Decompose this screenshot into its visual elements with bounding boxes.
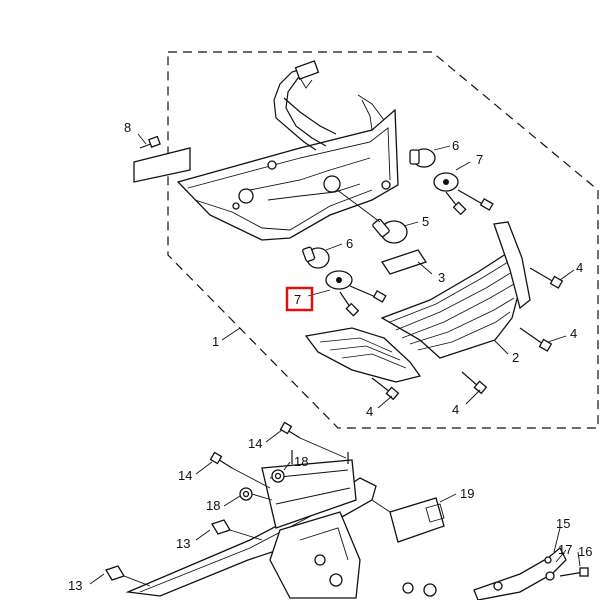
socket-holder-7-upper — [433, 172, 494, 216]
screws-4 — [371, 267, 564, 401]
callout-6-upper: 6 — [452, 138, 459, 153]
callout-4-bottom-left: 4 — [366, 404, 373, 419]
callout-15: 15 — [556, 516, 570, 531]
license-light-19 — [371, 497, 445, 543]
callout-16: 16 — [578, 544, 592, 559]
callout-7-lower: 7 — [294, 292, 301, 307]
label-plate-3 — [380, 249, 428, 275]
clips-13 — [105, 519, 263, 587]
callout-7-upper: 7 — [476, 152, 483, 167]
highlight-box-7 — [285, 286, 314, 312]
callout-14-upper: 14 — [248, 436, 262, 451]
assembly-boundary — [167, 51, 599, 429]
callout-17: 17 — [558, 542, 572, 557]
screw-8 — [133, 133, 191, 183]
callout-14-lower: 14 — [178, 468, 192, 483]
callout-4-right-upper: 4 — [576, 260, 583, 275]
callout-18-lower: 18 — [206, 498, 220, 513]
callout-5: 5 — [422, 214, 429, 229]
callout-3: 3 — [438, 270, 445, 285]
callout-8: 8 — [124, 120, 131, 135]
bulb-6-upper — [409, 148, 436, 168]
lens-2 — [380, 221, 531, 359]
callout-1: 1 — [212, 334, 219, 349]
tail-light-housing — [176, 94, 399, 241]
rear-fender-frame — [125, 450, 377, 599]
bulb-6-lower — [302, 246, 330, 269]
leader-lines-lower — [89, 429, 581, 585]
callout-6-lower: 6 — [346, 236, 353, 251]
side-reflector — [304, 327, 422, 383]
grommets-18 — [239, 469, 285, 501]
callout-18-upper: 18 — [294, 454, 308, 469]
bolts-14 — [209, 421, 347, 489]
wiring-harness — [273, 60, 337, 151]
callout-4-bottom-right: 4 — [452, 402, 459, 417]
callout-13-lower: 13 — [68, 578, 82, 593]
bracket-15 — [402, 546, 589, 600]
callout-19: 19 — [460, 486, 474, 501]
callout-13-upper: 13 — [176, 536, 190, 551]
callout-4-right-lower: 4 — [570, 326, 577, 341]
bulb-5 — [323, 175, 408, 244]
callout-2: 2 — [512, 350, 519, 365]
socket-holder-7-lower — [325, 270, 387, 317]
